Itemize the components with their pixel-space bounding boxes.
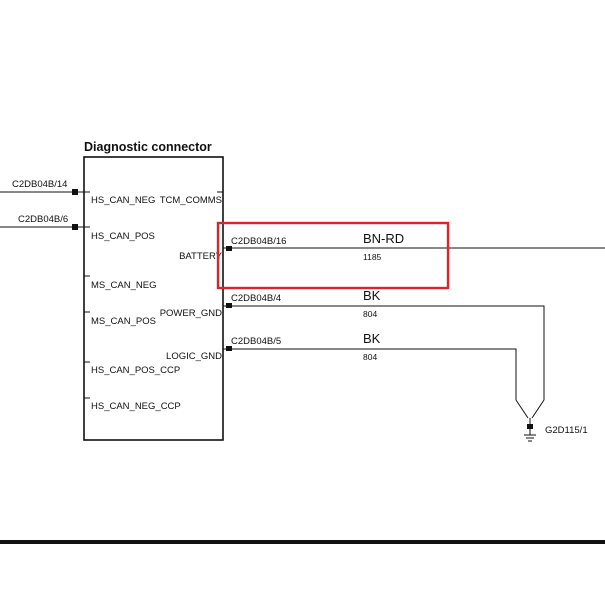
pin-label-battery: BATTERY: [179, 251, 223, 262]
wire-color-power-gnd: BK: [363, 288, 381, 303]
wire-circuit-battery: 1185: [363, 252, 382, 262]
pin-label-hs-can-neg: HS_CAN_NEG: [91, 195, 155, 206]
connector-title: Diagnostic connector: [84, 140, 212, 154]
pin-label-tcm-comms: TCM_COMMS: [160, 195, 222, 206]
page-divider: [0, 540, 605, 544]
wire-color-logic-gnd: BK: [363, 331, 381, 346]
pin-label-logic-gnd: LOGIC_GND: [166, 351, 222, 362]
pin-label-hs-can-pos-ccp: HS_CAN_POS_CCP: [91, 365, 180, 376]
pin-label-ms-can-pos: MS_CAN_POS: [91, 316, 156, 327]
pin-label-power-gnd: POWER_GND: [160, 308, 222, 319]
wire-ref-logic-gnd: C2DB04B/5: [231, 336, 281, 347]
highlight-box: [216, 221, 450, 290]
pin-label-hs-can-pos: HS_CAN_POS: [91, 231, 155, 242]
pin-label-hs-can-neg-ccp: HS_CAN_NEG_CCP: [91, 401, 181, 412]
wire-ref-battery: C2DB04B/16: [231, 236, 286, 247]
left-pin-marker-1: [72, 189, 78, 195]
wire-circuit-logic-gnd: 804: [363, 352, 377, 362]
left-ref-1: C2DB04B/14: [12, 179, 67, 190]
wire-power-gnd: [223, 305, 545, 400]
wire-ref-power-gnd: C2DB04B/4: [231, 293, 281, 304]
connector-body: [83, 156, 224, 441]
left-ref-2: C2DB04B/6: [18, 214, 68, 225]
wire-circuit-power-gnd: 804: [363, 309, 377, 319]
pin-label-ms-can-neg: MS_CAN_NEG: [91, 280, 156, 291]
wire-logic-gnd: [223, 348, 517, 400]
wire-color-battery: BN-RD: [363, 231, 404, 246]
ground-label: G2D115/1: [545, 425, 588, 436]
ground-splice: [515, 399, 545, 426]
ground-icon: [524, 424, 536, 442]
left-pin-marker-2: [72, 224, 78, 230]
